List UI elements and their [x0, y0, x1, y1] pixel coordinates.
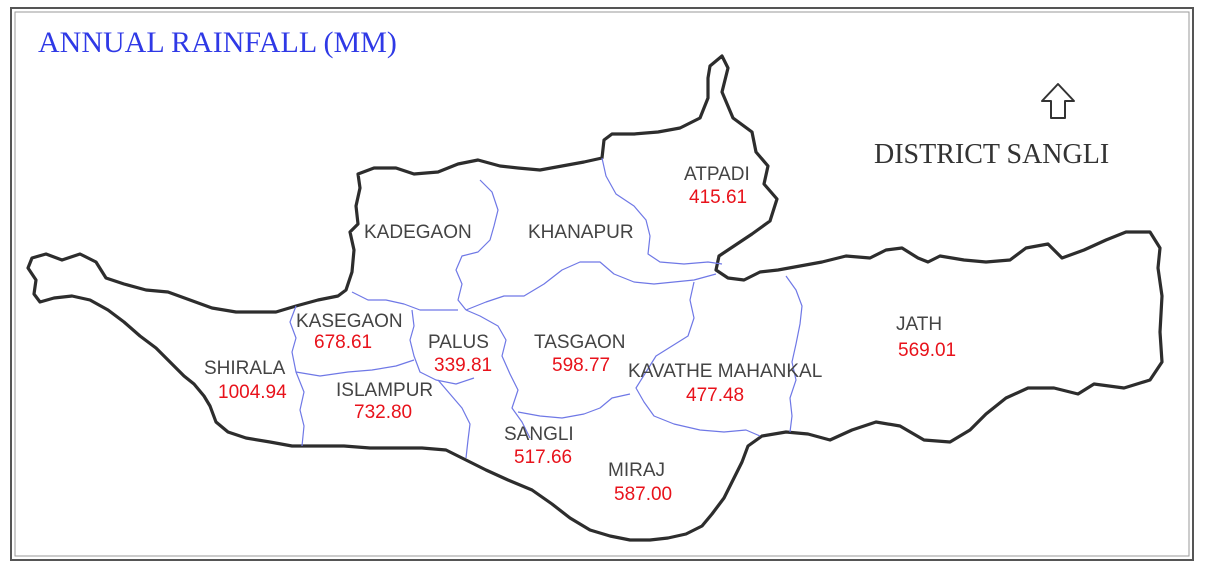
- taluka-value: 517.66: [514, 447, 572, 468]
- boundary-kavathe-jath: [785, 275, 803, 433]
- taluka-atpadi: ATPADI 415.61: [684, 164, 750, 208]
- taluka-name: KAVATHE MAHANKAL: [628, 361, 822, 382]
- taluka-miraj: MIRAJ 587.00: [608, 460, 672, 505]
- taluka-name: MIRAJ: [608, 460, 665, 481]
- north-arrow-icon: [1041, 83, 1075, 119]
- boundary-kadegaon-kasegaon: [351, 291, 458, 311]
- taluka-name: JATH: [896, 314, 942, 335]
- boundary-kadegaon-khanapur: [455, 179, 499, 311]
- taluka-name: TASGAON: [534, 332, 626, 353]
- boundary-khanapur-tasgaon: [465, 261, 717, 311]
- taluka-value: 587.00: [614, 484, 672, 505]
- taluka-name: ATPADI: [684, 164, 750, 185]
- taluka-name: KHANAPUR: [528, 222, 634, 243]
- taluka-boundaries: [289, 157, 803, 459]
- taluka-name: ISLAMPUR: [336, 380, 433, 401]
- taluka-value: 477.48: [686, 385, 744, 406]
- boundary-atpadi-khanapur: [601, 157, 723, 265]
- taluka-name: KADEGAON: [364, 222, 472, 243]
- boundary-islampur-sangli: [437, 379, 471, 459]
- map-border-inner: [14, 11, 1190, 557]
- taluka-khanapur: KHANAPUR: [528, 222, 634, 243]
- boundary-tasgaon-kavathe: [635, 281, 761, 437]
- taluka-kadegaon: KADEGAON: [364, 222, 472, 243]
- taluka-name: SHIRALA: [204, 358, 286, 379]
- district-label: DISTRICT SANGLI: [874, 139, 1109, 170]
- taluka-value: 598.77: [552, 355, 610, 376]
- taluka-value: 678.61: [314, 332, 372, 353]
- taluka-value: 1004.94: [218, 382, 287, 403]
- taluka-labels: ATPADI 415.61 KADEGAON KHANAPUR KASEGAON…: [204, 164, 956, 505]
- taluka-jath: JATH 569.01: [896, 314, 956, 361]
- taluka-islampur: ISLAMPUR 732.80: [336, 380, 433, 423]
- taluka-sangli: SANGLI 517.66: [504, 424, 574, 468]
- taluka-name: SANGLI: [504, 424, 574, 445]
- taluka-value: 415.61: [689, 187, 747, 208]
- taluka-name: KASEGAON: [296, 311, 403, 332]
- taluka-kavathe-mahankal: KAVATHE MAHANKAL 477.48: [628, 361, 822, 406]
- taluka-value: 339.81: [434, 355, 492, 376]
- taluka-name: PALUS: [428, 332, 489, 353]
- taluka-shirala: SHIRALA 1004.94: [204, 358, 287, 403]
- map-title: ANNUAL RAINFALL (MM): [38, 26, 397, 59]
- boundary-palus-west: [409, 309, 475, 385]
- taluka-value: 569.01: [898, 340, 956, 361]
- taluka-palus: PALUS 339.81: [428, 332, 492, 376]
- taluka-kasegaon: KASEGAON 678.61: [296, 311, 403, 353]
- district-outline: [26, 54, 1164, 542]
- boundary-sangli-miraj: [517, 393, 631, 419]
- taluka-tasgaon: TASGAON 598.77: [534, 332, 626, 376]
- boundary-kasegaon-islampur: [295, 359, 415, 377]
- taluka-value: 732.80: [354, 402, 412, 423]
- boundary-palus-tasgaon: [465, 309, 531, 439]
